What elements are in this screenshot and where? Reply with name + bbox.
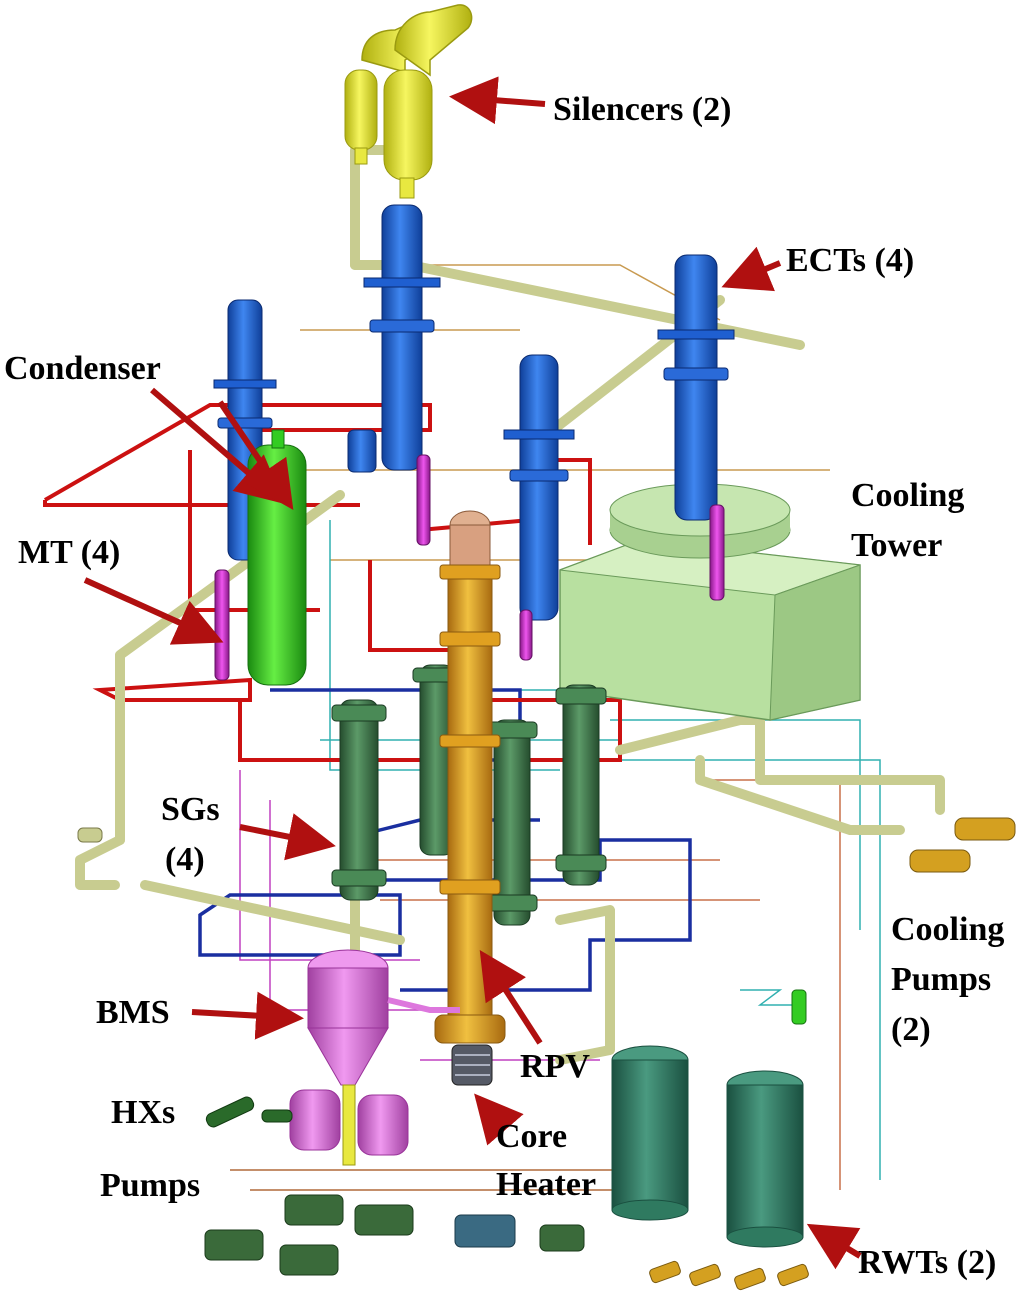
label-core-heater-1: Core bbox=[496, 1118, 568, 1155]
sg-3 bbox=[486, 719, 538, 926]
core-heater-arrow bbox=[474, 1093, 524, 1146]
pump-skids bbox=[204, 1194, 585, 1276]
label-rpv: RPV bbox=[520, 1048, 590, 1085]
label-sgs-2: (4) bbox=[165, 841, 205, 878]
condenser bbox=[247, 429, 307, 686]
label-ects: ECTs (4) bbox=[786, 242, 915, 279]
rwt-pumps bbox=[649, 1260, 809, 1291]
sg-4 bbox=[555, 684, 607, 886]
label-cooling-pumps-3: (2) bbox=[891, 1011, 931, 1048]
core-heater bbox=[451, 1044, 493, 1086]
label-pumps: Pumps bbox=[100, 1167, 201, 1204]
label-core-heater-2: Heater bbox=[496, 1166, 597, 1203]
sgs-arrow bbox=[239, 813, 336, 861]
cooling-pumps bbox=[909, 817, 1016, 873]
label-hxs: HXs bbox=[111, 1094, 176, 1131]
bms bbox=[289, 949, 460, 1166]
label-cooling-pumps-1: Cooling bbox=[891, 911, 1005, 948]
mt-columns bbox=[214, 454, 725, 681]
label-condenser: Condenser bbox=[4, 350, 161, 387]
sg-1 bbox=[331, 699, 387, 901]
rpv bbox=[434, 510, 506, 1044]
rwts bbox=[611, 1045, 804, 1248]
label-cooling-tower-2: Tower bbox=[851, 527, 943, 564]
silencers-arrow bbox=[449, 76, 546, 125]
ect-4 bbox=[657, 254, 735, 521]
ect-2 bbox=[347, 204, 441, 473]
rpv-arrow bbox=[479, 949, 543, 1045]
mt-arrow bbox=[83, 577, 224, 645]
label-cooling-pumps-2: Pumps bbox=[891, 961, 992, 998]
hxs bbox=[205, 1096, 293, 1128]
bms-arrow bbox=[191, 991, 304, 1040]
cooling-tower bbox=[559, 483, 861, 721]
silencers bbox=[344, 4, 473, 199]
callout-arrows bbox=[83, 76, 862, 1270]
label-rwts: RWTs (2) bbox=[858, 1244, 997, 1281]
ects-arrow bbox=[721, 246, 782, 292]
ect-columns bbox=[213, 204, 735, 621]
label-bms: BMS bbox=[96, 994, 170, 1031]
small-tanks bbox=[77, 827, 807, 1025]
ect-3 bbox=[503, 354, 575, 621]
rwts-arrow bbox=[806, 1223, 862, 1270]
condenser-arrow-2 bbox=[217, 400, 294, 510]
label-silencers: Silencers (2) bbox=[553, 91, 732, 128]
label-sgs-1: SGs bbox=[161, 791, 220, 828]
label-cooling-tower-1: Cooling bbox=[851, 477, 965, 514]
label-mt: MT (4) bbox=[18, 534, 121, 571]
